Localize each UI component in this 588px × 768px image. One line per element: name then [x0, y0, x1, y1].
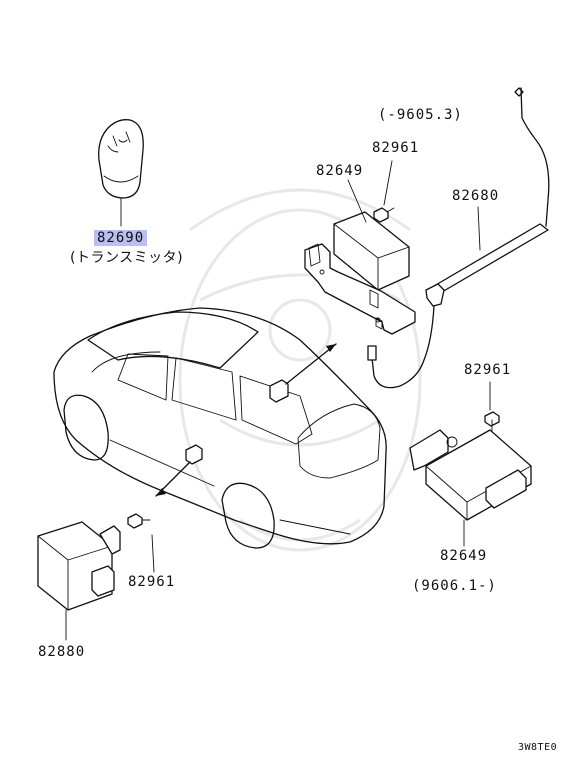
screw-icon[interactable]	[484, 411, 500, 433]
minivan-outline-icon	[53, 307, 387, 549]
transmitter-name: (トランスミッタ)	[70, 250, 184, 266]
date-range-late: (9606.1-)	[412, 578, 497, 594]
part-number-82690[interactable]: 82690	[94, 230, 148, 246]
part-number-82961-lower[interactable]: 82961	[128, 574, 176, 590]
leader-82961-lower	[151, 534, 155, 573]
part-number-82880[interactable]: 82880	[38, 644, 86, 660]
antenna-cable-icon[interactable]	[367, 87, 550, 389]
clip-icon	[185, 444, 203, 465]
receiver-module-icon[interactable]	[304, 211, 416, 335]
receiver-module-icon[interactable]	[409, 429, 532, 521]
leader-82961-upper	[383, 160, 393, 206]
clip-icon	[269, 379, 289, 403]
part-number-82649-lower[interactable]: 82649	[440, 548, 488, 564]
diagram-code: 3W8TE0	[518, 742, 558, 753]
key-fob-transmitter-icon[interactable]	[98, 119, 144, 199]
control-unit-icon[interactable]	[37, 521, 121, 611]
date-range-early: (-9605.3)	[378, 107, 463, 123]
leader-82649-upper	[347, 179, 367, 223]
part-number-82680[interactable]: 82680	[452, 188, 500, 204]
screw-icon[interactable]	[127, 513, 151, 529]
part-number-82649-upper[interactable]: 82649	[316, 163, 364, 179]
part-number-82961-upper[interactable]: 82961	[372, 140, 420, 156]
part-number-82961-right[interactable]: 82961	[464, 362, 512, 378]
leader-82680	[477, 206, 481, 251]
screw-icon[interactable]	[373, 207, 395, 223]
arrow-icon	[155, 343, 337, 497]
